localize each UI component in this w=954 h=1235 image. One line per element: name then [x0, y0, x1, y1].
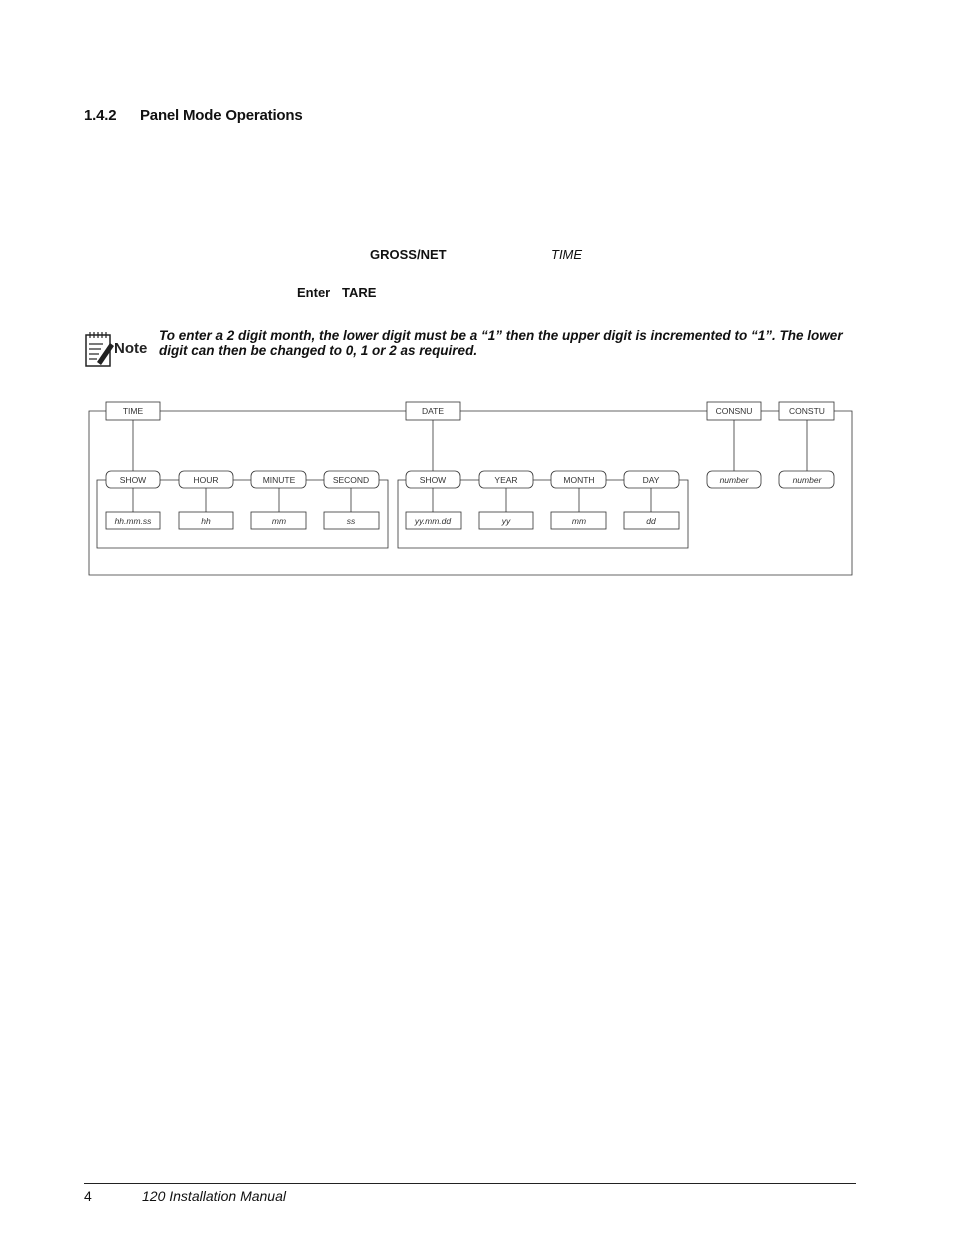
time-show-label: SHOW	[120, 475, 146, 485]
section-title: Panel Mode Operations	[140, 107, 303, 124]
date-day-value: dd	[646, 516, 656, 526]
footer-title-number: 120	[142, 1188, 166, 1204]
date-month-label: MONTH	[563, 475, 594, 485]
footer-rule	[84, 1183, 856, 1184]
time-show-value: hh.mm.ss	[115, 516, 153, 526]
menu-time-box	[105, 401, 161, 421]
date-show-box	[405, 470, 461, 489]
date-show-value: yy.mm.dd	[414, 516, 451, 526]
consnu-value-box	[706, 470, 762, 489]
footer-title: 120 Installation Manual	[142, 1188, 286, 1204]
tare-key: TARE	[342, 285, 377, 300]
time-minute-value: mm	[272, 516, 286, 526]
time-second-value: ss	[347, 516, 356, 526]
menu-date-label: DATE	[422, 406, 444, 416]
date-year-value-box	[478, 511, 534, 530]
menu-constu-box	[778, 401, 835, 421]
menu-tree-diagram: TIME DATE CONSNU CONSTU SHOW HOUR MINUTE…	[0, 0, 954, 600]
date-month-box	[550, 470, 607, 489]
time-minute-label: MINUTE	[263, 475, 296, 485]
time-second-label: SECOND	[333, 475, 369, 485]
time-minute-box	[250, 470, 307, 489]
time-hour-box	[178, 470, 234, 489]
date-year-box	[478, 470, 534, 489]
constu-value-label: number	[793, 475, 823, 485]
time-hour-value: hh	[201, 516, 211, 526]
footer-title-text: Installation Manual	[165, 1188, 286, 1204]
date-day-box	[623, 470, 680, 489]
time-minute-value-box	[250, 511, 307, 530]
section-number: 1.4.2	[84, 107, 117, 124]
constu-value-box	[778, 470, 835, 489]
time-show-box	[105, 470, 161, 489]
menu-constu-label: CONSTU	[789, 406, 825, 416]
time-hour-value-box	[178, 511, 234, 530]
date-year-label: YEAR	[494, 475, 517, 485]
date-show-value-box	[405, 511, 462, 530]
consnu-value-label: number	[720, 475, 750, 485]
page-number: 4	[84, 1188, 92, 1204]
date-year-value: yy	[501, 516, 511, 526]
enter-term: Enter	[297, 285, 331, 300]
date-day-label: DAY	[643, 475, 660, 485]
menu-consnu-box	[706, 401, 762, 421]
time-second-box	[323, 470, 380, 489]
note-line-1: To enter a 2 digit month, the lower digi…	[159, 328, 843, 343]
time-hour-label: HOUR	[193, 475, 218, 485]
date-show-label: SHOW	[420, 475, 446, 485]
menu-time-label: TIME	[123, 406, 144, 416]
note-line-2: digit can then be changed to 0, 1 or 2 a…	[159, 343, 478, 358]
time-term: TIME	[551, 247, 583, 262]
date-day-value-box	[623, 511, 680, 530]
gross-net-key: GROSS/NET	[370, 247, 447, 262]
note-label: Note	[114, 340, 147, 357]
menu-consnu-label: CONSNU	[716, 406, 753, 416]
menu-date-box	[405, 401, 461, 421]
note-icon: Note	[84, 331, 150, 369]
time-second-value-box	[323, 511, 380, 530]
date-month-value-box	[550, 511, 607, 530]
time-show-value-box	[105, 511, 161, 530]
date-month-value: mm	[572, 516, 586, 526]
